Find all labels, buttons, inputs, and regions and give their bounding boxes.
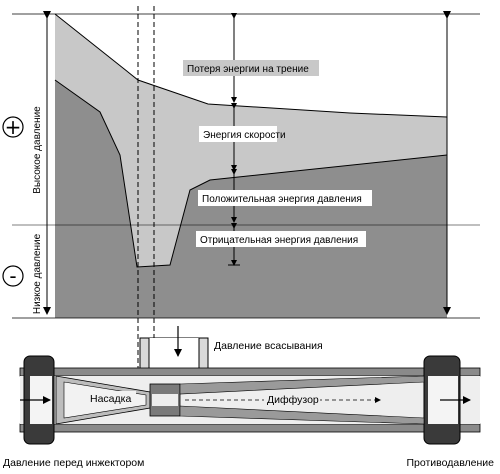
- velocity-energy-label: Энергия скорости: [203, 130, 286, 141]
- minus-circle: [2, 265, 24, 287]
- minus-symbol: -: [9, 264, 16, 288]
- diffuser-label-bg: [264, 392, 320, 406]
- positive-label-bg: [198, 190, 372, 206]
- suction-pressure-label: Давление всасывания: [214, 340, 323, 352]
- plus-circle: [2, 116, 24, 138]
- nozzle-label-bg: [86, 391, 136, 405]
- nozzle-label: Насадка: [90, 393, 131, 405]
- velocity-label-bg: [199, 126, 277, 142]
- diffuser-label: Диффузор: [267, 394, 319, 406]
- diffuser-cone: [179, 375, 425, 395]
- friction-label-bg: [183, 60, 319, 76]
- back-pressure-label: Противодавление: [406, 457, 494, 469]
- negative-label-bg: [196, 231, 366, 247]
- negative-pressure-label: Отрицательная энергия давления: [200, 235, 358, 246]
- pipe-top-wall: [19, 367, 481, 377]
- injector-body: [19, 337, 481, 445]
- plus-symbol: +: [5, 115, 22, 139]
- pipe-bottom-wall: [19, 423, 481, 433]
- inlet-pressure-label: Давление перед инжектором: [3, 457, 144, 469]
- friction-loss-label: Потеря энергии на трение: [187, 64, 309, 75]
- high-pressure-label: Высокое давление: [32, 106, 43, 194]
- total-energy-line: [54, 13, 448, 118]
- low-pressure-label: Низкое давление: [32, 233, 43, 314]
- positive-pressure-label: Положительная энергия давления: [202, 194, 362, 205]
